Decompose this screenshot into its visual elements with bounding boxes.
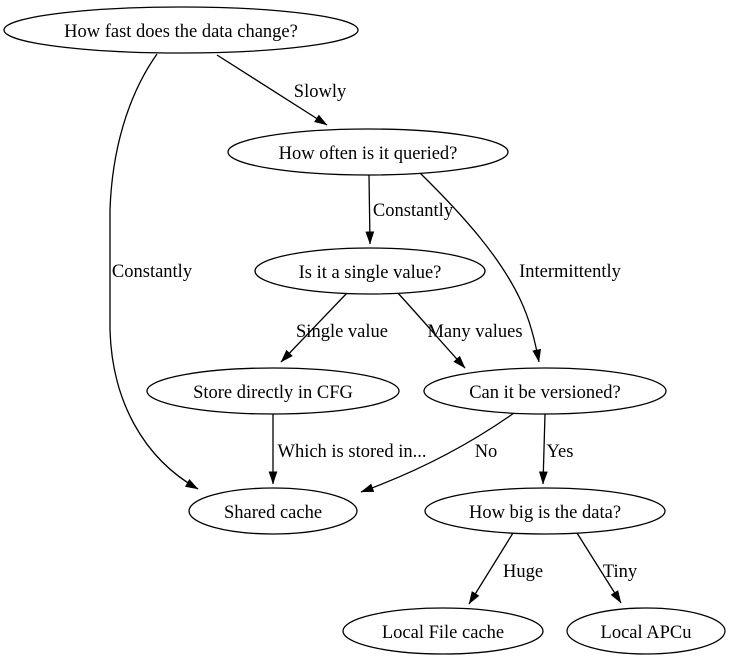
node-local-file-label: Local File cache bbox=[382, 623, 504, 643]
node-local-file: Local File cache bbox=[342, 607, 544, 655]
edges bbox=[109, 53, 622, 605]
edge-constantly-mid bbox=[365, 174, 375, 245]
edge-label-slowly: Slowly bbox=[294, 82, 347, 102]
edge-label-huge: Huge bbox=[503, 562, 543, 582]
edge-label-yes: Yes bbox=[547, 442, 574, 462]
edge-label-single-value: Single value bbox=[296, 322, 388, 342]
edge-tiny bbox=[576, 532, 622, 604]
node-versioned-label: Can it be versioned? bbox=[469, 383, 621, 403]
edge-huge bbox=[468, 532, 514, 605]
node-how-fast-shape bbox=[3, 6, 359, 54]
node-local-apcu: Local APCu bbox=[566, 607, 726, 655]
edge-many-values bbox=[396, 291, 466, 369]
edge-labels: Slowly Constantly Constantly Intermitten… bbox=[112, 82, 638, 582]
edge-slowly bbox=[216, 54, 328, 126]
edge-label-tiny: Tiny bbox=[603, 562, 638, 582]
edge-single-value bbox=[280, 292, 348, 363]
node-shared-cache: Shared cache bbox=[188, 487, 358, 535]
node-how-often-shape bbox=[227, 128, 509, 176]
edge-yes bbox=[538, 413, 548, 485]
edge-label-many-values: Many values bbox=[427, 322, 522, 342]
node-store-cfg: Store directly in CFG bbox=[146, 367, 400, 415]
node-shared-cache-shape bbox=[188, 487, 358, 535]
node-single-value-label: Is it a single value? bbox=[299, 263, 442, 283]
node-how-fast: How fast does the data change? bbox=[3, 6, 359, 54]
edge-label-stored-in: Which is stored in... bbox=[277, 442, 426, 462]
edge-no bbox=[360, 412, 515, 493]
node-how-often-label: How often is it queried? bbox=[279, 144, 458, 164]
node-versioned-shape bbox=[423, 367, 667, 415]
edge-constantly-left bbox=[109, 53, 199, 490]
edge-label-no: No bbox=[475, 442, 498, 462]
node-local-file-shape bbox=[342, 607, 544, 655]
node-local-apcu-label: Local APCu bbox=[601, 623, 692, 643]
node-how-big: How big is the data? bbox=[424, 487, 666, 535]
node-how-often: How often is it queried? bbox=[227, 128, 509, 176]
nodes: How fast does the data change? How often… bbox=[3, 6, 726, 655]
edge-label-constantly-left: Constantly bbox=[112, 262, 193, 282]
node-store-cfg-label: Store directly in CFG bbox=[193, 383, 353, 403]
node-single-value: Is it a single value? bbox=[254, 247, 486, 295]
node-how-big-label: How big is the data? bbox=[469, 503, 621, 523]
node-how-big-shape bbox=[424, 487, 666, 535]
node-local-apcu-shape bbox=[566, 607, 726, 655]
edge-intermittently bbox=[418, 171, 541, 363]
node-store-cfg-shape bbox=[146, 367, 400, 415]
node-how-fast-label: How fast does the data change? bbox=[64, 22, 298, 42]
edge-label-constantly-mid: Constantly bbox=[373, 201, 454, 221]
node-versioned: Can it be versioned? bbox=[423, 367, 667, 415]
edge-label-intermittently: Intermittently bbox=[519, 262, 621, 282]
node-single-value-shape bbox=[254, 247, 486, 295]
node-shared-cache-label: Shared cache bbox=[224, 503, 322, 523]
